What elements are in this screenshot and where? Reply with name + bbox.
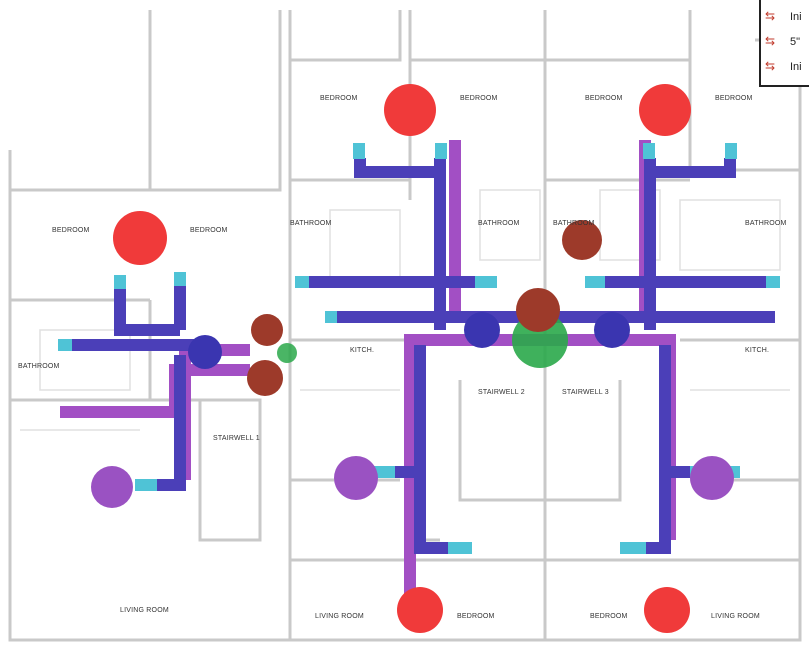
room-label: LIVING ROOM	[711, 613, 760, 620]
room-label: BEDROOM	[190, 227, 228, 234]
return-grille-icon	[334, 456, 378, 500]
legend-item: ⇆ 5"	[765, 34, 800, 48]
legend: ⇆ Ini ⇆ 5" ⇆ Ini	[759, 0, 809, 87]
register	[448, 542, 472, 554]
duct-junctions	[188, 312, 630, 369]
register	[295, 276, 309, 288]
junction-icon	[188, 335, 222, 369]
return-grille-icon	[91, 466, 133, 508]
walls	[8, 10, 802, 642]
return-grille-icon	[690, 456, 734, 500]
legend-item: ⇆ Ini	[765, 9, 802, 23]
legend-item: ⇆ Ini	[765, 59, 802, 73]
room-label: BEDROOM	[715, 95, 753, 102]
register	[725, 143, 737, 159]
room-label: LIVING ROOM	[120, 607, 169, 614]
room-label: BEDROOM	[460, 95, 498, 102]
register	[435, 143, 447, 159]
room-label: STAIRWELL 2	[478, 389, 525, 396]
room-label: KITCH.	[745, 347, 769, 354]
duct-fitting-icon: ⇆	[765, 9, 775, 23]
register	[643, 143, 655, 159]
room-label: BEDROOM	[590, 613, 628, 620]
register	[58, 339, 72, 351]
room-label: BEDROOM	[52, 227, 90, 234]
return-grilles	[91, 456, 734, 508]
duct-fitting-icon: ⇆	[765, 59, 775, 73]
register	[475, 276, 497, 288]
room-label: STAIRWELL 3	[562, 389, 609, 396]
register	[585, 276, 605, 288]
room-label: BEDROOM	[320, 95, 358, 102]
room-label: KITCH.	[350, 347, 374, 354]
fan-unit-icon	[277, 343, 297, 363]
room-label: LIVING ROOM	[315, 613, 364, 620]
bedroom-units	[113, 84, 691, 633]
room-label: BEDROOM	[585, 95, 623, 102]
bedroom-unit-icon	[397, 587, 443, 633]
register	[325, 311, 337, 323]
legend-label: Ini	[790, 61, 802, 73]
bedroom-unit-icon	[644, 587, 690, 633]
room-label: STAIRWELL 1	[213, 435, 260, 442]
register	[353, 143, 365, 159]
junction-icon	[464, 312, 500, 348]
erv-unit-icon	[562, 220, 602, 260]
legend-label: Ini	[790, 11, 802, 23]
register	[114, 275, 126, 289]
room-label: BEDROOM	[457, 613, 495, 620]
room-labels: BEDROOM BEDROOM BEDROOM BEDROOM BEDROOM …	[18, 95, 787, 620]
register	[174, 272, 186, 286]
junction-icon	[594, 312, 630, 348]
register	[135, 479, 157, 491]
room-label: BATHROOM	[18, 363, 60, 370]
duct-fitting-icon: ⇆	[765, 34, 775, 48]
legend-box	[759, 0, 809, 87]
bedroom-unit-icon	[639, 84, 691, 136]
register	[620, 542, 646, 554]
erv-units	[247, 220, 602, 396]
wall-details	[20, 189, 790, 431]
bedroom-unit-icon	[384, 84, 436, 136]
legend-label: 5"	[790, 36, 800, 48]
room-label: BATHROOM	[478, 220, 520, 227]
erv-unit-icon	[247, 360, 283, 396]
erv-unit-icon	[251, 314, 283, 346]
register	[766, 276, 780, 288]
supply-ducts	[70, 158, 775, 554]
room-label: BATHROOM	[290, 220, 332, 227]
bedroom-unit-icon	[113, 211, 167, 265]
erv-unit-icon	[516, 288, 560, 332]
room-label: BATHROOM	[745, 220, 787, 227]
room-label: BATHROOM	[553, 220, 595, 227]
